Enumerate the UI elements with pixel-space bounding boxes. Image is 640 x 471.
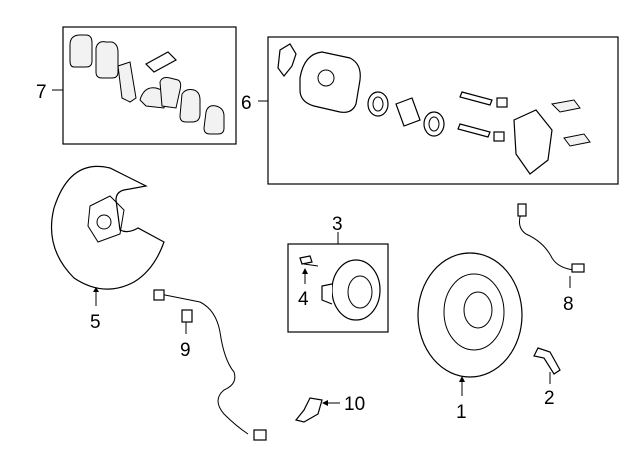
pad-shim-3 <box>179 89 201 123</box>
callout-9: 9 <box>180 340 191 361</box>
guide-pin-2 <box>457 123 491 138</box>
wheel-stud-head <box>299 255 313 265</box>
callout-10: 10 <box>344 394 365 415</box>
sensor-bracket-group: 10 <box>294 394 365 423</box>
rotor-group: 1 <box>417 252 523 423</box>
callout-5-arrow <box>93 287 99 292</box>
callout-2: 2 <box>544 388 555 409</box>
pad-shim-2 <box>95 41 119 79</box>
callout-1: 1 <box>456 402 467 423</box>
dust-shield-hole <box>96 214 112 230</box>
pad-shim-4 <box>203 105 225 135</box>
hub-flange <box>331 259 381 321</box>
brake-pad-1 <box>117 61 137 103</box>
sensor-bracket <box>294 397 323 423</box>
abs-clip <box>181 309 193 323</box>
caliper-bore <box>317 69 335 87</box>
hub-group: 3 4 <box>287 214 389 333</box>
caliper-piston <box>395 97 421 127</box>
abs-connector <box>153 289 165 301</box>
rotor-center <box>463 291 493 329</box>
dust-shield-hub-plate <box>87 195 125 243</box>
caliper-body <box>299 51 361 113</box>
pad-shim-1 <box>69 34 93 68</box>
piston-seal-inner <box>372 96 384 112</box>
callout-1-arrow <box>459 376 465 382</box>
piston-seal <box>367 91 389 117</box>
callout-4: 4 <box>298 289 309 310</box>
hub-spindle <box>321 283 333 305</box>
pad-clip <box>145 51 177 73</box>
callout-5: 5 <box>90 312 101 333</box>
abs-sensor-group: 9 <box>153 289 267 441</box>
dust-shield-group: 5 <box>50 165 165 333</box>
brake-hose <box>519 205 575 271</box>
callout-7: 7 <box>36 82 47 103</box>
abs-sensor-cable <box>159 293 249 435</box>
bolt-group: 2 <box>533 347 561 409</box>
caliper-bracket <box>513 109 553 175</box>
brake-rotor <box>417 252 523 378</box>
pin-boot-1 <box>496 97 508 108</box>
bracket-clip <box>277 43 297 77</box>
pin-boot-2 <box>493 131 505 142</box>
caliper-kit-group: 6 <box>241 36 619 185</box>
wheel-stud-shank <box>303 263 319 267</box>
hose-group: 8 <box>517 203 585 315</box>
hose-fitting-top <box>517 203 527 217</box>
piston-boot <box>423 111 445 137</box>
callout-8: 8 <box>563 294 574 315</box>
piston-boot-inner <box>428 116 440 132</box>
callout-4-arrow <box>302 268 308 274</box>
pad-kit-group: 7 <box>36 26 237 145</box>
hose-fitting-bottom <box>571 263 585 273</box>
pad-retainer-1 <box>550 99 581 113</box>
rotor-hat <box>443 273 505 351</box>
abs-sensor-head <box>253 429 267 441</box>
rotor-bolt <box>533 347 561 375</box>
callout-3: 3 <box>332 214 343 235</box>
brake-pad-3 <box>159 77 182 109</box>
hub-bore <box>347 275 373 309</box>
callout-6: 6 <box>241 93 252 114</box>
callout-10-arrow <box>322 400 328 406</box>
guide-pin-1 <box>459 91 493 106</box>
pad-retainer-2 <box>563 133 591 147</box>
